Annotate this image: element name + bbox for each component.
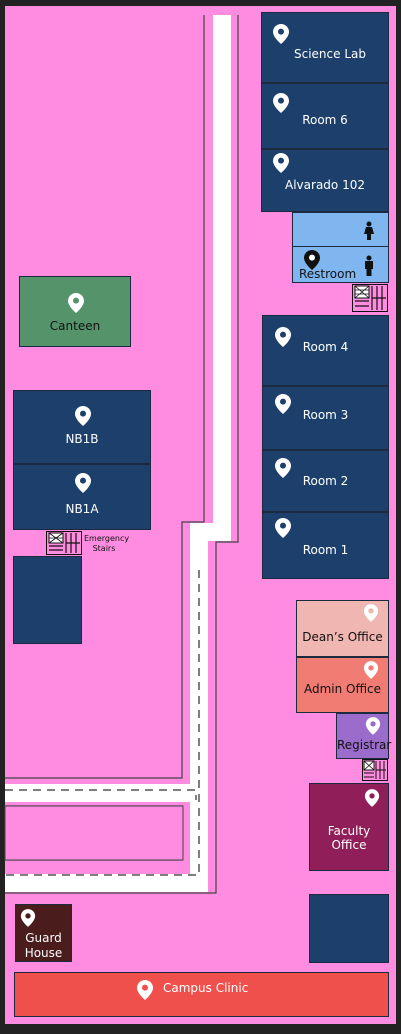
female-restroom-icon [364, 221, 374, 240]
room-label: Room 6 [302, 113, 348, 127]
room-6[interactable]: Room 6 [261, 83, 389, 149]
unlabeled-building-left[interactable] [13, 556, 82, 644]
room-label: Admin Office [303, 682, 382, 696]
location-pin-icon [75, 406, 91, 426]
room-science-lab[interactable]: Science Lab [261, 12, 389, 83]
location-pin-icon [137, 980, 153, 1000]
room-label-line2: House [24, 946, 63, 960]
room-label: Room 1 [302, 543, 349, 557]
location-pin-icon [68, 293, 84, 313]
room-4[interactable]: Room 4 [262, 315, 389, 386]
room-label: Science Lab [294, 47, 366, 61]
location-pin-icon [273, 24, 289, 44]
room-label: Campus Clinic [163, 981, 249, 995]
room-nb1a[interactable]: NB1A [13, 464, 151, 530]
walkway-centerline-branch [5, 789, 197, 800]
canteen[interactable]: Canteen [19, 276, 131, 347]
location-pin-icon [275, 327, 291, 347]
room-label: Faculty Office [327, 824, 371, 852]
location-pin-icon [20, 909, 36, 927]
guard-house[interactable]: Guard House [15, 904, 72, 962]
location-pin-icon [273, 153, 289, 173]
admin-office[interactable]: Admin Office [296, 657, 389, 713]
location-pin-icon [365, 717, 381, 735]
room-label: NB1A [65, 502, 99, 516]
room-label: Room 3 [302, 408, 349, 422]
room-label-line1: Guard [25, 931, 62, 945]
room-alvarado-102[interactable]: Alvarado 102 [261, 149, 389, 212]
location-pin-icon [275, 458, 291, 478]
unlabeled-building-right[interactable] [309, 894, 389, 963]
emergency-stairs-line2: Stairs [92, 544, 116, 553]
room-nb1b[interactable]: NB1B [13, 390, 151, 464]
location-pin-icon [273, 93, 289, 113]
registrar[interactable]: Registrar [336, 713, 392, 759]
room-3[interactable]: Room 3 [262, 386, 389, 450]
stairs-icon [362, 759, 388, 781]
room-label: Restroom [299, 267, 357, 281]
location-pin-icon [275, 518, 291, 538]
walkway-outline-right [5, 15, 239, 894]
stairs-icon [46, 531, 82, 555]
restroom-divider [293, 246, 388, 247]
location-pin-icon [364, 789, 380, 807]
room-label: Canteen [49, 319, 101, 333]
room-label: Registrar [337, 738, 392, 752]
stairs-icon [352, 284, 388, 312]
inner-block [4, 805, 184, 861]
location-pin-icon [363, 604, 379, 622]
walkway-centerline [5, 570, 200, 876]
deans-office[interactable]: Dean’s Office [296, 600, 389, 657]
location-pin-icon [275, 394, 291, 414]
room-label: Room 4 [302, 340, 349, 354]
walkway-path [5, 15, 231, 892]
male-restroom-icon [365, 255, 373, 276]
walkway-outline [5, 15, 205, 779]
emergency-stairs-label: Emergency Stairs [84, 534, 130, 554]
room-label: Room 2 [302, 474, 349, 488]
room-1[interactable]: Room 1 [262, 512, 389, 579]
location-pin-icon [363, 661, 379, 679]
faculty-office[interactable]: Faculty Office [309, 783, 389, 871]
emergency-stairs-line1: Emergency [84, 534, 130, 543]
location-pin-icon [75, 473, 91, 493]
room-label: NB1B [65, 432, 99, 446]
campus-clinic[interactable]: Campus Clinic [14, 972, 389, 1017]
room-2[interactable]: Room 2 [262, 450, 389, 512]
room-label: Alvarado 102 [285, 178, 365, 192]
room-label: Dean’s Office [302, 630, 383, 644]
location-pin-icon [304, 250, 320, 270]
restroom[interactable]: Restroom [292, 212, 389, 283]
